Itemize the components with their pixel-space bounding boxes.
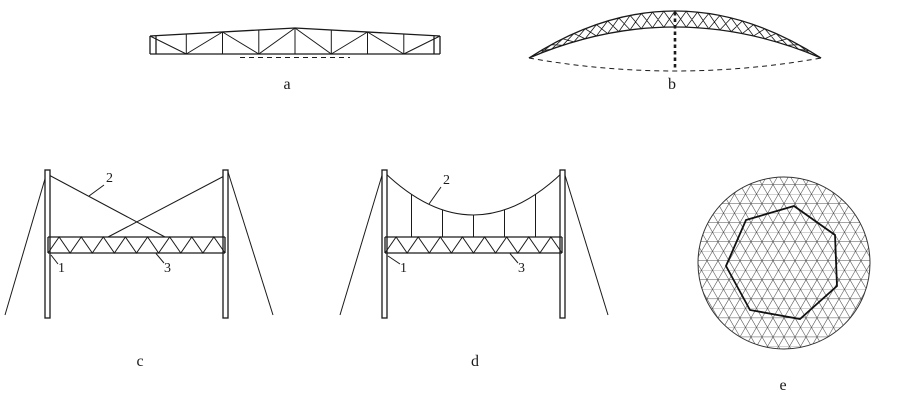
flat-truss-figure xyxy=(149,27,441,58)
geodesic-dome-figure xyxy=(697,176,871,350)
figure-e-label: e xyxy=(779,377,787,394)
figure-c-label: c xyxy=(136,353,144,370)
left-guy-cable xyxy=(339,171,384,316)
right-guy-cable xyxy=(227,171,274,316)
dome-mesh xyxy=(697,176,871,350)
callout-truss: 3 xyxy=(164,261,171,276)
truss-web xyxy=(384,236,563,254)
cable-stayed-frame-figure: 2 1 3 xyxy=(4,169,274,319)
figure-b-label: b xyxy=(668,76,676,93)
truss-web xyxy=(149,27,441,55)
callout-leader xyxy=(88,184,105,197)
hangers xyxy=(411,194,536,237)
truss-chords xyxy=(47,236,226,254)
arched-truss-figure xyxy=(528,10,822,72)
left-stay-cable xyxy=(46,173,166,238)
callout-leader xyxy=(428,186,442,205)
callout-cable: 2 xyxy=(106,171,113,186)
figure-a-label: a xyxy=(283,76,291,93)
right-guy-cable xyxy=(563,171,609,316)
figure-d-label: d xyxy=(471,353,479,370)
left-guy-cable xyxy=(4,171,48,316)
suspension-cable xyxy=(383,171,564,216)
callout-leader xyxy=(155,253,165,264)
truss-chords xyxy=(384,236,563,254)
right-stay-cable xyxy=(107,173,229,238)
dome-ring-outline xyxy=(724,205,838,320)
suspension-frame-figure: 2 1 3 xyxy=(339,169,609,319)
truss-web xyxy=(47,236,226,254)
callout-truss: 3 xyxy=(518,261,525,276)
callout-cable: 2 xyxy=(443,173,450,188)
callout-leader xyxy=(50,254,59,265)
callout-leader xyxy=(509,253,519,264)
callout-mast: 1 xyxy=(400,261,407,276)
callout-leader xyxy=(387,255,401,265)
callout-mast: 1 xyxy=(58,261,65,276)
